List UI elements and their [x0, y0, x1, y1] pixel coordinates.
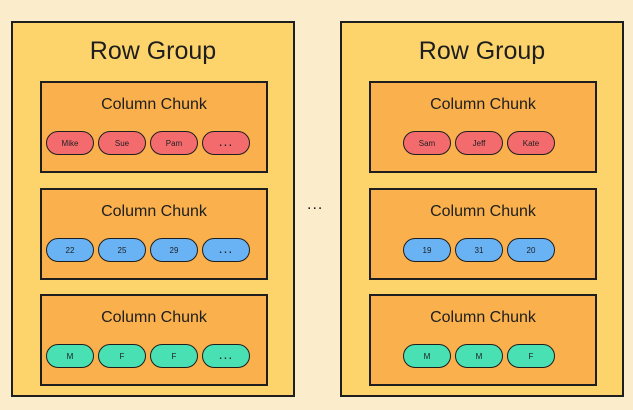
value-pill: 29 — [150, 238, 198, 262]
row-group-2: Row Group Column Chunk Sam Jeff Kate Col… — [340, 21, 624, 397]
value-pill: 22 — [46, 238, 94, 262]
value-pill: 25 — [98, 238, 146, 262]
ellipsis-pill: ... — [202, 131, 250, 155]
ellipsis-pill: ... — [202, 344, 250, 368]
row-group-title: Row Group — [89, 37, 217, 65]
column-chunk-title: Column Chunk — [430, 309, 536, 326]
value-pill: 20 — [507, 238, 555, 262]
value-pill: 19 — [403, 238, 451, 262]
value-pill: M — [46, 344, 94, 368]
value-pill: Sam — [403, 131, 451, 155]
row-group-1: Row Group Column Chunk Mike Sue Pam ... … — [11, 21, 295, 397]
column-chunk-sex: Column Chunk M M F — [369, 294, 597, 386]
value-pill: Mike — [46, 131, 94, 155]
column-chunk-ages: Column Chunk 19 31 20 — [369, 188, 597, 280]
column-chunk-title: Column Chunk — [101, 203, 207, 220]
row-group-separator: ... — [307, 196, 324, 213]
value-pill: M — [455, 344, 503, 368]
column-chunk-ages: Column Chunk 22 25 29 ... — [40, 188, 268, 280]
column-chunk-names: Column Chunk Sam Jeff Kate — [369, 81, 597, 173]
value-pill: Jeff — [455, 131, 503, 155]
value-pill: F — [98, 344, 146, 368]
value-pill: F — [150, 344, 198, 368]
ellipsis-pill: ... — [202, 238, 250, 262]
column-chunk-title: Column Chunk — [430, 96, 536, 113]
column-chunk-title: Column Chunk — [430, 203, 536, 220]
value-pill: F — [507, 344, 555, 368]
value-pill: 31 — [455, 238, 503, 262]
column-chunk-title: Column Chunk — [101, 96, 207, 113]
row-group-title: Row Group — [418, 37, 546, 65]
value-pill: M — [403, 344, 451, 368]
column-chunk-sex: Column Chunk M F F ... — [40, 294, 268, 386]
value-pill: Sue — [98, 131, 146, 155]
column-chunk-names: Column Chunk Mike Sue Pam ... — [40, 81, 268, 173]
column-chunk-title: Column Chunk — [101, 309, 207, 326]
value-pill: Pam — [150, 131, 198, 155]
value-pill: Kate — [507, 131, 555, 155]
